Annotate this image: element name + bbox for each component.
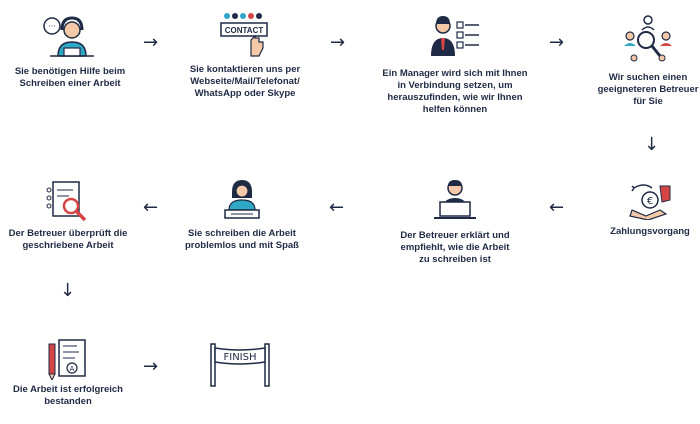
arrow-6: ← <box>329 197 345 218</box>
arrow-5: ← <box>549 197 565 218</box>
step-1: ··· Sie benötigen Hilfe beim Schreiben e… <box>5 12 135 90</box>
arrow-9: → <box>143 356 159 377</box>
step-5: € Zahlungsvorgang <box>600 180 700 238</box>
step-2: CONTACT Sie kontaktieren uns per Webseit… <box>175 10 315 100</box>
svg-text:···: ··· <box>48 22 56 31</box>
step-6-label: Der Betreuer erklärt und empfiehlt, wie … <box>400 230 510 265</box>
step-3: Ein Manager wird sich mit Ihnen in Verbi… <box>373 12 537 116</box>
step-2-label: Sie kontaktieren uns per Webseite/Mail/T… <box>189 64 301 99</box>
arrow-3: → <box>549 32 565 53</box>
graded-document-icon: A <box>48 339 86 380</box>
step-9: A Die Arbeit ist erfolgreich bestanden <box>2 336 134 408</box>
search-people-icon <box>624 15 672 62</box>
arrow-7: ← <box>143 197 159 218</box>
document-review-icon <box>46 181 87 222</box>
step-4-label: Wir suchen einen geeigneteren Betreuer f… <box>597 72 699 107</box>
step-8-label: Der Betreuer überprüft die geschriebene … <box>8 228 128 251</box>
arrow-1: → <box>143 32 159 53</box>
arrow-8: ↓ <box>60 280 76 301</box>
step-6: Der Betreuer erklärt und empfiehlt, wie … <box>385 178 525 266</box>
step-9-label: Die Arbeit ist erfolgreich bestanden <box>13 384 123 407</box>
headset-operator-icon: ··· <box>43 16 94 57</box>
step-4: Wir suchen einen geeigneteren Betreuer f… <box>592 14 700 108</box>
step-3-label: Ein Manager wird sich mit Ihnen in Verbi… <box>382 68 528 115</box>
payment-icon: € <box>629 184 671 220</box>
contact-icon: CONTACT <box>220 13 268 57</box>
writing-student-icon <box>224 180 260 219</box>
step-7: Sie schreiben die Arbeit problemlos und … <box>172 178 312 252</box>
arrow-4: ↓ <box>644 134 660 155</box>
arrow-2: → <box>330 32 346 53</box>
svg-text:€: € <box>647 196 653 207</box>
finish-banner-icon: FINISH <box>210 343 270 387</box>
finish-badge: FINISH <box>224 352 257 363</box>
step-7-label: Sie schreiben die Arbeit problemlos und … <box>184 228 299 251</box>
step-5-label: Zahlungsvorgang <box>610 226 690 237</box>
step-8: Der Betreuer überprüft die geschriebene … <box>2 178 134 252</box>
contact-badge: CONTACT <box>225 26 264 35</box>
laptop-person-icon <box>434 180 476 219</box>
step-10: FINISH <box>200 340 280 388</box>
svg-text:A: A <box>70 366 75 373</box>
step-1-label: Sie benötigen Hilfe beim Schreiben einer… <box>14 66 126 89</box>
manager-checklist-icon <box>431 16 479 56</box>
